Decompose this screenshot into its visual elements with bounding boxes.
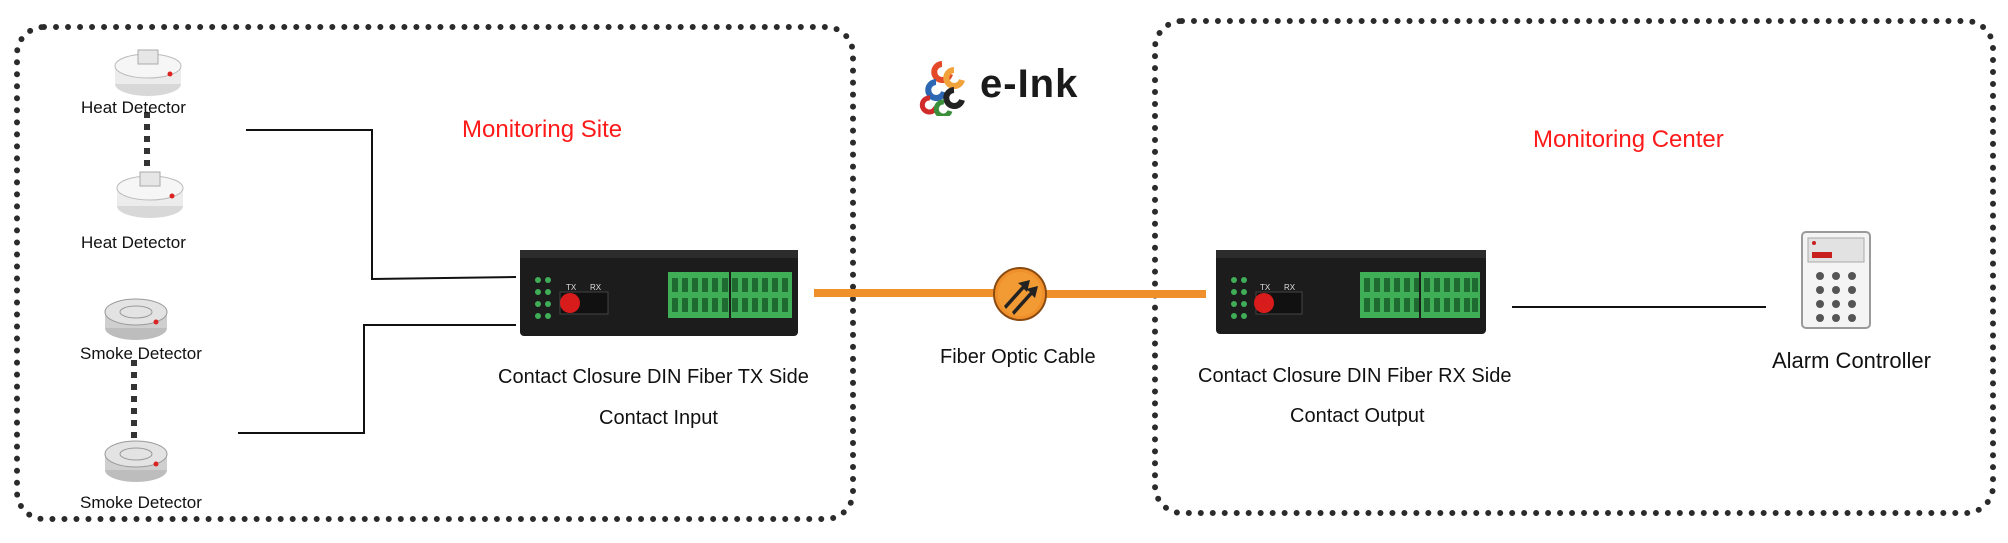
svg-text:RX: RX — [1284, 283, 1296, 292]
heat-detector-icon — [114, 49, 182, 96]
wire-smoke-to-tx — [238, 324, 516, 434]
heat-detector-label-2: Heat Detector — [81, 233, 186, 252]
monitoring-site-title: Monitoring Site — [462, 116, 623, 143]
heat-detector-2 — [114, 166, 186, 227]
alarm-controller — [1800, 230, 1872, 335]
fiber-cable-label: Fiber Optic Cable — [940, 346, 1096, 368]
logo-text: e-Ink — [980, 62, 1079, 106]
tx-device-caption: Contact Closure DIN Fiber TX Side — [498, 366, 809, 388]
alarm-controller-label: Alarm Controller — [1772, 348, 1931, 373]
tx-fiber-converter: TX RX — [520, 250, 798, 341]
smoke-detector-label-2: Smoke Detector — [80, 493, 202, 512]
rx-fiber-converter: TX RX — [1216, 250, 1486, 339]
tx-device-subcaption: Contact Input — [599, 407, 718, 429]
wire-heat-to-tx — [246, 129, 517, 281]
monitoring-center-title: Monitoring Center — [1533, 126, 1724, 153]
heat-detector-label-1: Heat Detector — [81, 98, 186, 117]
rx-device-caption: Contact Closure DIN Fiber RX Side — [1198, 365, 1512, 387]
e-ink-logo: e-Ink — [914, 56, 1104, 119]
fiber-badge-icon — [993, 267, 1047, 321]
smoke-detector-icon — [104, 440, 168, 482]
monitoring-center-zone — [1152, 18, 1996, 516]
smoke-detector-label-1: Smoke Detector — [80, 344, 202, 363]
heat-detector-icon — [116, 171, 184, 218]
svg-text:RX: RX — [590, 283, 602, 292]
alarm-keypad-icon — [1801, 231, 1871, 329]
smoke-detector-2 — [102, 434, 170, 491]
heat-detector-1 — [112, 44, 184, 105]
rx-device-subcaption: Contact Output — [1290, 405, 1425, 427]
svg-text:TX: TX — [1260, 283, 1271, 292]
logo-mark-icon — [919, 61, 965, 119]
svg-text:TX: TX — [566, 283, 577, 292]
smoke-detector-1 — [102, 292, 170, 349]
monitoring-site-zone — [14, 24, 856, 522]
rx-device-icon: TX RX — [1216, 250, 1486, 334]
tx-device-icon: TX RX — [520, 250, 798, 336]
smoke-detector-icon — [104, 298, 168, 340]
